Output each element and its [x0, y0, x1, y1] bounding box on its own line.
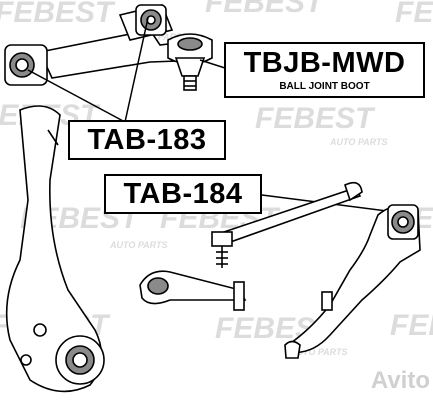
- strut-rod-mount: [211, 231, 233, 247]
- lower-arm-tip: [284, 340, 301, 359]
- lower-control-arm: [284, 204, 421, 359]
- ball-joint: [167, 33, 213, 91]
- label-tbjb-mwd: TBJB-MWD BALL JOINT BOOT: [224, 42, 425, 98]
- lower-arm-bushing-core: [397, 216, 409, 228]
- part-code-tab183: TAB-183: [87, 123, 207, 156]
- ball-joint-stud: [183, 75, 197, 91]
- watermark-brand: FEBEST: [255, 102, 376, 135]
- upper-arm-bushing-front-core: [15, 58, 29, 72]
- link-arm-end: [233, 281, 245, 311]
- leader-tab183-rear: [124, 17, 149, 123]
- strut-rod-end: [344, 181, 363, 202]
- link-arm-body: [139, 270, 247, 305]
- watermark-brand: FEBEST: [205, 0, 326, 19]
- watermark-brand: FEBEST: [390, 309, 433, 342]
- knuckle-edge: [47, 129, 59, 146]
- part-code-tbjb: TBJB-MWD: [243, 46, 406, 79]
- ball-joint-boot: [174, 57, 206, 77]
- watermark-brand: FEBEST: [395, 0, 433, 29]
- knuckle-bolt-hole: [33, 323, 47, 337]
- watermark-tagline: AUTO PARTS: [329, 137, 388, 147]
- part-code-tab184: TAB-184: [123, 177, 243, 210]
- watermark-tagline: AUTO PARTS: [109, 240, 168, 250]
- watermark-tagline: AUTO PARTS: [289, 347, 348, 357]
- lower-arm-stud: [321, 291, 333, 311]
- knuckle-hub-bore: [72, 352, 88, 368]
- part-description-tbjb: BALL JOINT BOOT: [279, 80, 370, 92]
- link-arm-eye: [147, 277, 169, 295]
- steering-knuckle: [5, 105, 105, 393]
- watermark-tagline: AUTO PARTS: [129, 32, 188, 42]
- link-arm: [139, 270, 247, 311]
- leader-tab183-front: [27, 69, 126, 123]
- watermark-brand: FEBEST: [0, 0, 116, 29]
- corner-watermark-text: Avito: [370, 367, 430, 394]
- leader-tbjb: [199, 59, 226, 69]
- strut-rod: [211, 181, 363, 268]
- label-tab-183: TAB-183: [68, 120, 226, 160]
- ball-joint-cap: [177, 37, 203, 51]
- corner-watermark: Avito: [330, 366, 430, 396]
- knuckle-bolt-hole: [20, 354, 32, 366]
- label-tab-184: TAB-184: [104, 174, 262, 214]
